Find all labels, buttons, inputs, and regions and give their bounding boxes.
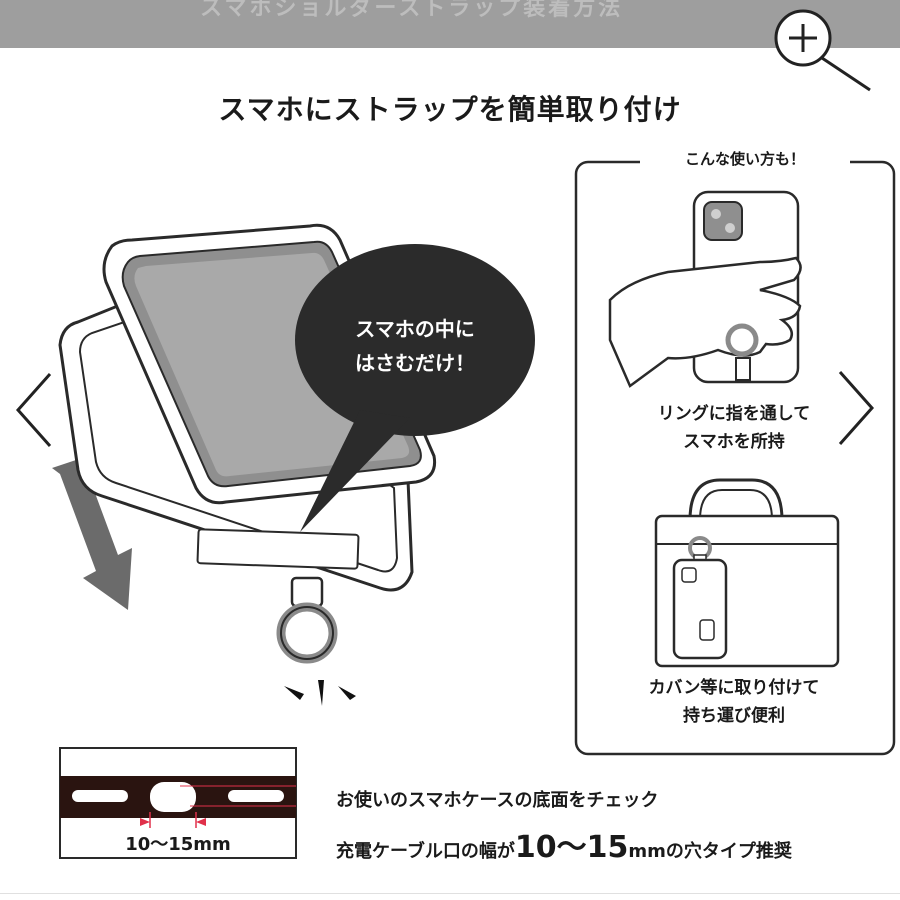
bubble-text: スマホの中に はさむだけ！: [310, 312, 520, 380]
check-text: お使いのスマホケースの底面をチェック: [336, 790, 659, 811]
caption-ring-line-2: スマホを所持: [683, 432, 785, 452]
hand-phone-icon: [608, 190, 802, 388]
measure-label: 10〜15mm: [125, 834, 231, 855]
caption-bag: カバン等に取り付けて 持ち運び便利: [584, 674, 884, 730]
width-suffix: mmの穴タイプ推奨: [628, 841, 792, 862]
caption-ring: リングに指を通して スマホを所持: [584, 400, 884, 456]
case-bottom-diagram: [59, 747, 297, 859]
bag-phone-icon: [654, 478, 840, 668]
caption-bag-line-2: 持ち運び便利: [683, 706, 785, 726]
width-text: 充電ケーブル口の幅が10〜15mmの穴タイプ推奨: [336, 822, 792, 866]
chevron-right-icon[interactable]: [830, 368, 890, 448]
bottom-divider: [0, 893, 900, 894]
strap-ring: [276, 576, 338, 664]
top-bar: スマホショルダーストラップ装着方法: [0, 0, 900, 48]
bubble-line-1: スマホの中に: [355, 317, 475, 341]
down-arrow-icon: [52, 458, 132, 610]
zoom-in-icon[interactable]: [770, 6, 880, 96]
chevron-left-icon[interactable]: [0, 370, 60, 450]
panel-title: こんな使い方も！: [640, 148, 850, 169]
width-prefix: 充電ケーブル口の幅が: [336, 841, 515, 862]
speech-bubble: [295, 244, 535, 532]
width-value: 10〜15: [514, 830, 629, 865]
caption-bag-line-1: カバン等に取り付けて: [648, 678, 820, 698]
caption-ring-line-1: リングに指を通して: [657, 404, 811, 424]
sparkle-marks: [284, 680, 356, 706]
bubble-line-2: はさむだけ！: [355, 351, 475, 375]
top-bar-faded-text: スマホショルダーストラップ装着方法: [200, 0, 624, 21]
page-title: スマホにストラップを簡単取り付け: [218, 93, 682, 126]
